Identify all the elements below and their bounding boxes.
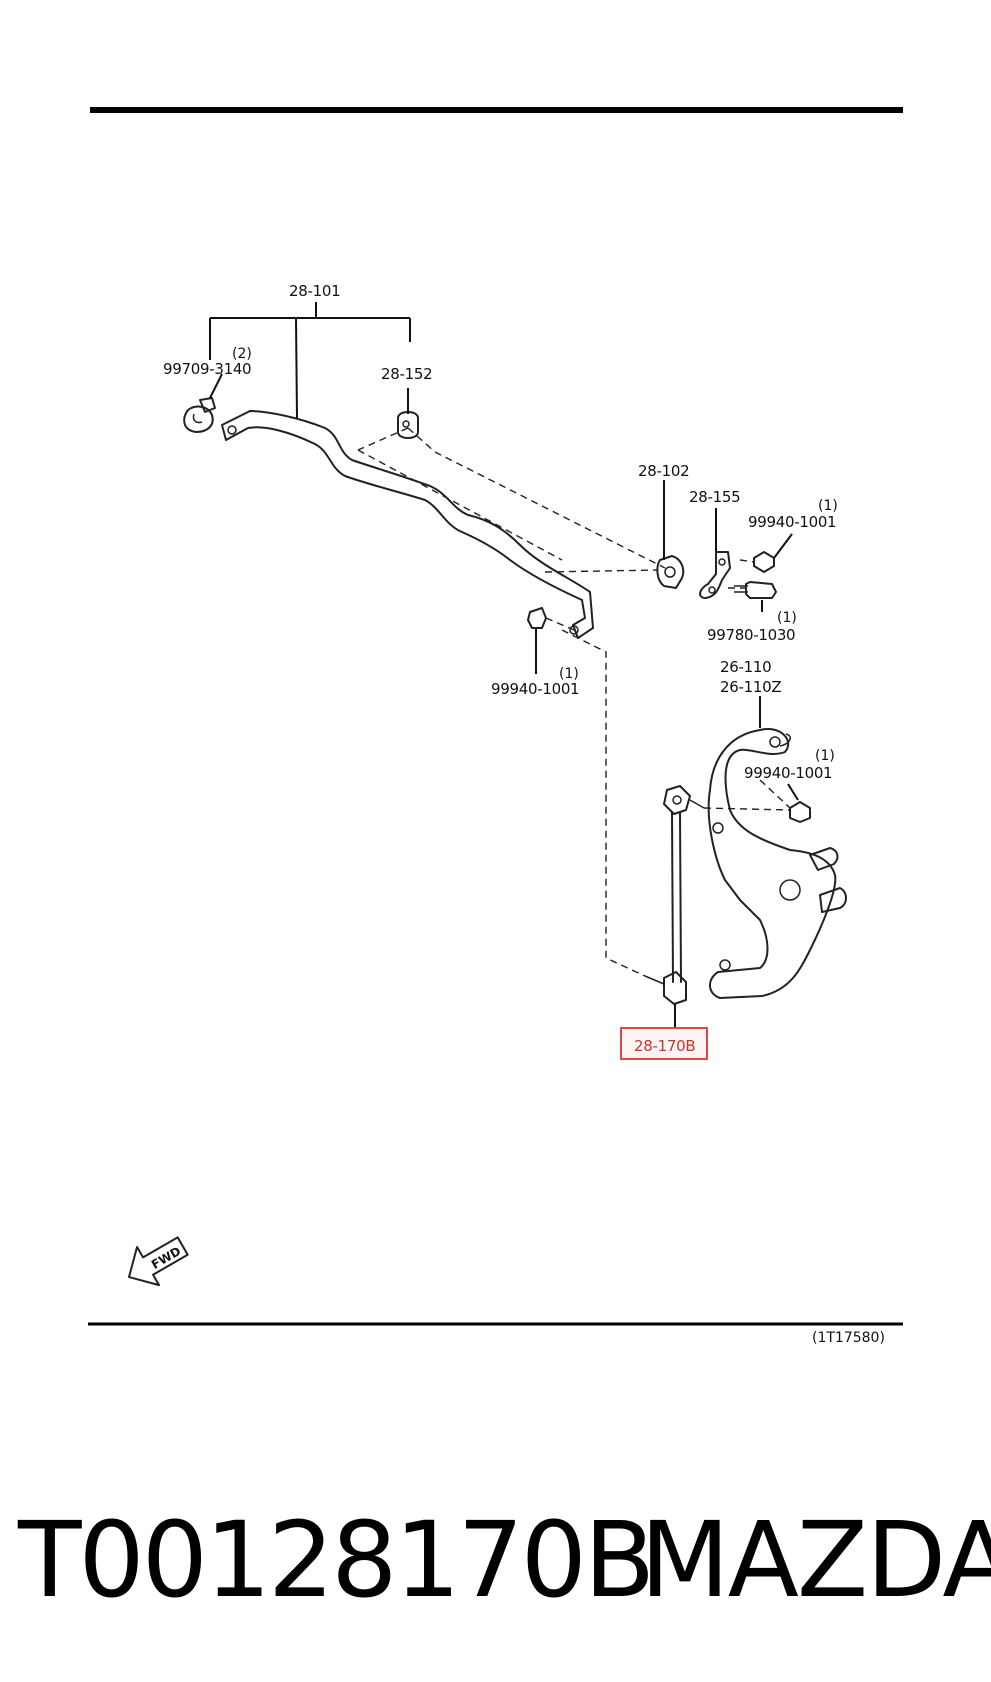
label-nut-knuckle-qty: (1) — [815, 748, 835, 764]
label-bracket: 28-102 — [638, 462, 689, 480]
label-nut-top: 99940-1001 — [748, 513, 836, 531]
label-bushing: 28-152 — [381, 365, 432, 383]
label-link: 28-170B — [634, 1037, 695, 1055]
stabilizer-bar — [221, 410, 594, 639]
label-nut-top-qty: (1) — [818, 498, 838, 514]
bushing-part — [397, 411, 419, 439]
bracket2-part — [699, 551, 731, 599]
brand-name: MAZDA — [640, 1499, 991, 1621]
label-nut-left-qty: (1) — [559, 666, 579, 682]
bracket-part — [656, 555, 685, 589]
part-number: T00128170B — [18, 1499, 655, 1621]
label-clamp: 99709-3140 — [163, 360, 251, 378]
label-nut-knuckle: 99940-1001 — [744, 764, 832, 782]
label-knuckle-z: 26-110Z — [720, 678, 781, 696]
label-stabilizer: 28-101 — [289, 282, 340, 300]
label-bracket2: 28-155 — [689, 488, 740, 506]
label-knuckle: 26-110 — [720, 658, 771, 676]
bolt-part — [734, 581, 777, 599]
label-clamp-qty: (2) — [232, 346, 252, 362]
nut-left-part — [527, 607, 547, 629]
label-bolt: 99780-1030 — [707, 626, 795, 644]
label-bolt-qty: (1) — [777, 610, 797, 626]
caption: T00128170B MAZDA — [0, 1490, 991, 1630]
nut-top-part — [753, 551, 775, 573]
knuckle-part — [707, 728, 847, 999]
leader-lines — [209, 302, 799, 801]
diagram-code: (1T17580) — [812, 1330, 885, 1346]
assembly-dashes — [357, 427, 791, 977]
highlight-box — [620, 1027, 708, 1060]
stabilizer-link-part — [644, 785, 705, 1028]
fwd-arrow-icon: FWD — [128, 1236, 189, 1287]
clamp-part — [183, 397, 216, 433]
label-nut-left: 99940-1001 — [491, 680, 579, 698]
nut-knuckle-part — [789, 801, 811, 823]
